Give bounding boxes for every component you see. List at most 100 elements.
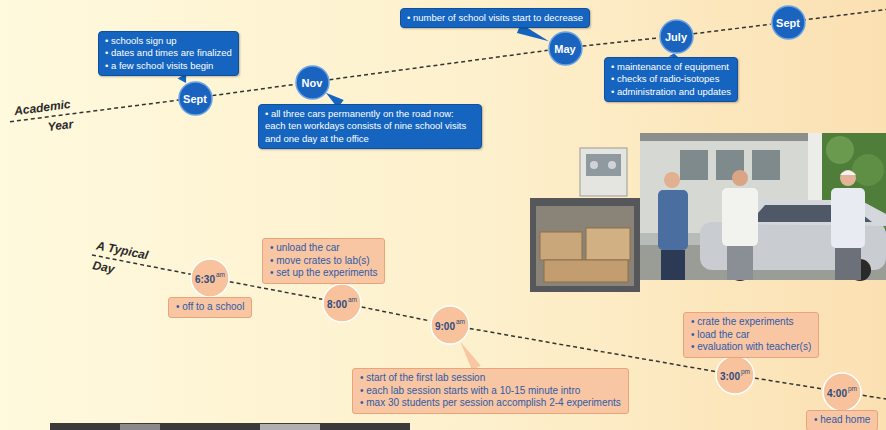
circle-text: May: [554, 40, 575, 56]
crate: [540, 232, 582, 260]
tree: [852, 154, 884, 186]
time-circle: 4:00pm: [822, 372, 862, 412]
circle-text: July: [665, 28, 687, 44]
time-suffix: am: [216, 271, 225, 278]
circle-fill: [323, 284, 361, 322]
dial: [608, 161, 616, 169]
circle-text: 8:00am: [327, 295, 357, 311]
bullet-text: • a few school visits begin: [105, 60, 232, 72]
circle-text: Sept: [183, 90, 207, 106]
callout-pointer: [460, 342, 480, 371]
time-circle: 9:00am: [430, 305, 470, 345]
time-suffix: am: [348, 296, 357, 303]
equipment-panel: [586, 154, 621, 176]
callout-box: • all three cars permanently on the road…: [258, 104, 482, 149]
head: [732, 170, 748, 186]
circle-fill: [660, 20, 693, 53]
bullet-text: • each lab session starts with a 10-15 m…: [360, 385, 621, 398]
time-label: 8:00: [327, 299, 347, 310]
time-suffix: pm: [741, 368, 750, 375]
bottom-photo: [50, 423, 410, 430]
crate: [544, 260, 628, 282]
roof: [640, 133, 810, 141]
time-suffix: am: [456, 318, 465, 325]
dial: [590, 161, 598, 169]
team-photo: [640, 133, 886, 281]
timeline-segment: [582, 38, 658, 46]
time-label: 6:30: [195, 274, 215, 285]
timeline-label: A Typical Day: [88, 235, 171, 289]
photo-detail: [260, 424, 320, 430]
bullet-text: • evaluation with teacher(s): [691, 341, 811, 354]
callout-box: • head home: [806, 410, 878, 430]
hair: [840, 171, 856, 176]
bullet-text: • head home: [814, 414, 870, 427]
bullet-text: • unload the car: [270, 242, 377, 255]
month-circle: Sept: [771, 5, 806, 40]
callout-box: • start of the first lab session• each l…: [352, 368, 629, 414]
circle-fill: [823, 373, 861, 411]
bullet-text: • max 30 students per session accomplish…: [360, 397, 621, 410]
equipment-photo: [530, 148, 640, 292]
month-circle: Sept: [178, 81, 213, 116]
circle-fill: [716, 356, 754, 394]
shirt: [658, 190, 688, 250]
time-label: 3:00: [720, 371, 740, 382]
tree: [826, 136, 854, 164]
timeline-segment: [362, 307, 431, 321]
callout-box: • number of school visits start to decre…: [400, 8, 590, 28]
callout-box: • schools sign up• dates and times are f…: [98, 31, 239, 76]
circle-fill: [431, 306, 469, 344]
window: [680, 150, 708, 180]
bullet-text: • dates and times are finalized: [105, 47, 232, 59]
time-label: July: [665, 31, 687, 43]
timeline-segment: [329, 50, 547, 79]
timeline-label: Academic Year: [6, 94, 75, 142]
timeline-segment: [470, 328, 716, 371]
time-label: 9:00: [435, 321, 455, 332]
crate: [586, 228, 630, 260]
bullet-text: • load the car: [691, 329, 811, 342]
bullet-text: • maintenance of equipment: [611, 61, 731, 73]
month-circle: July: [659, 19, 694, 54]
photo-ground: [640, 133, 886, 280]
time-label: May: [554, 43, 575, 55]
time-label: Nov: [302, 77, 323, 89]
equipment-case: [580, 148, 627, 196]
car-trunk: [530, 198, 640, 292]
bullet-text: • checks of radio-isotopes: [611, 73, 731, 85]
bullet-text: • crate the experiments: [691, 316, 811, 329]
trunk-interior: [536, 206, 634, 286]
circle-fill: [296, 66, 329, 99]
time-label: Sept: [776, 17, 800, 29]
legs: [661, 250, 685, 280]
callout-box: • maintenance of equipment• checks of ra…: [604, 57, 738, 102]
time-suffix: pm: [848, 385, 857, 392]
time-circle: 3:00pm: [715, 355, 755, 395]
circle-fill: [179, 82, 212, 115]
callout-box: • unload the car• move crates to lab(s)•…: [262, 238, 385, 284]
legs: [727, 246, 753, 280]
shirt: [722, 188, 758, 246]
shirt: [831, 188, 865, 248]
time-circle: 6:30am: [190, 258, 230, 298]
circle-text: 9:00am: [435, 317, 465, 333]
head: [840, 170, 856, 186]
callout-box: • crate the experiments• load the car• e…: [683, 312, 819, 358]
bullet-text: • number of school visits start to decre…: [407, 12, 583, 24]
bullet-text: • move crates to lab(s): [270, 255, 377, 268]
bullet-text: • schools sign up: [105, 35, 232, 47]
circle-text: 3:00pm: [720, 367, 750, 383]
circle-fill: [191, 259, 229, 297]
window: [752, 150, 780, 180]
photo-detail: [120, 424, 160, 430]
timeline-segment: [693, 24, 770, 34]
circle-text: 6:30am: [195, 270, 225, 286]
bullet-text: • off to a school: [176, 301, 244, 314]
time-circle: 8:00am: [322, 283, 362, 323]
month-circle: May: [548, 31, 583, 66]
time-label: 4:00: [827, 388, 847, 399]
circle-text: Sept: [776, 14, 800, 30]
head: [664, 172, 680, 188]
callout-box: • off to a school: [168, 297, 252, 318]
